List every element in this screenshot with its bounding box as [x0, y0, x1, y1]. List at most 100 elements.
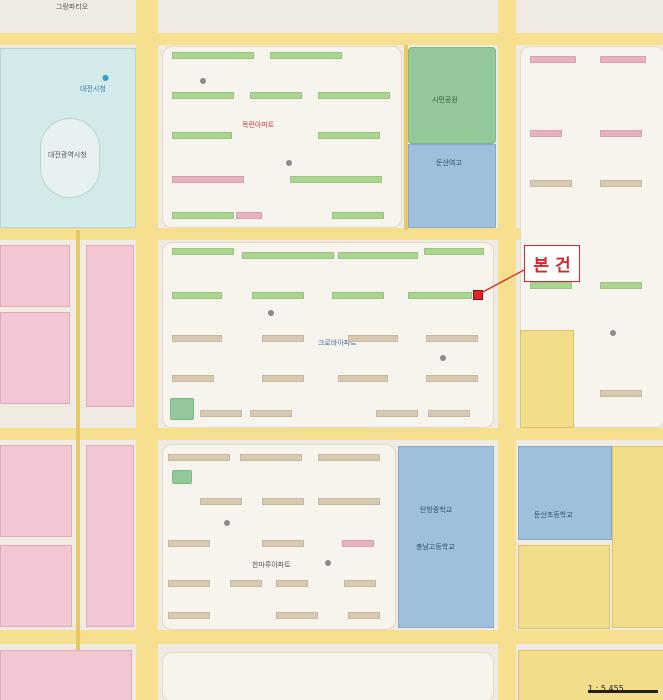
building — [600, 390, 642, 397]
subject-callout-box: 본 건 — [524, 245, 580, 282]
pin-icon: ● — [102, 73, 109, 82]
building — [530, 130, 562, 137]
building — [338, 252, 418, 259]
subject-property-marker[interactable] — [473, 290, 483, 300]
building — [252, 292, 304, 299]
building — [348, 335, 398, 342]
commercial-block-2 — [86, 245, 134, 407]
civic-building — [40, 118, 100, 198]
sports-field — [172, 470, 192, 484]
school-zone-east2 — [518, 446, 612, 540]
building — [230, 580, 262, 587]
label-school-right: 둔산여고 — [436, 159, 462, 167]
building — [172, 92, 234, 99]
building — [168, 612, 210, 619]
building — [270, 52, 342, 59]
building — [600, 56, 646, 63]
subject-callout-label: 본 건 — [533, 256, 571, 276]
building — [530, 180, 572, 187]
poi-marker[interactable] — [268, 310, 274, 316]
road-h-bottom — [0, 630, 663, 644]
commercial-block-7 — [0, 650, 132, 700]
building — [242, 252, 334, 259]
school-zone-bottom — [398, 446, 494, 628]
building — [172, 248, 234, 255]
building — [600, 282, 642, 289]
building — [332, 212, 384, 219]
building — [172, 132, 232, 139]
scale-label: 1 : 5,455 — [588, 684, 624, 693]
residential-east-2 — [518, 545, 610, 629]
building — [172, 52, 254, 59]
building — [530, 56, 576, 63]
commercial-block-4 — [0, 445, 72, 537]
commercial-block-1 — [0, 245, 70, 307]
building — [426, 335, 478, 342]
building — [172, 176, 244, 183]
label-apt-north: 목련아파트 — [242, 121, 275, 129]
road-v-right — [498, 0, 516, 700]
building — [250, 92, 302, 99]
building — [172, 212, 234, 219]
label-civic: 대전광역시청 — [48, 151, 87, 159]
building — [262, 498, 304, 505]
building — [426, 375, 478, 382]
block-bottom-mid — [162, 652, 494, 700]
road-v-minor2 — [404, 45, 408, 230]
building — [318, 454, 380, 461]
building — [276, 580, 308, 587]
poi-marker[interactable] — [325, 560, 331, 566]
building — [530, 282, 572, 289]
building — [276, 612, 318, 619]
park-top — [408, 47, 496, 144]
building — [376, 410, 418, 417]
poi-marker[interactable] — [440, 355, 446, 361]
road-v-minor — [76, 230, 80, 700]
building — [600, 180, 642, 187]
building — [168, 540, 210, 547]
building — [236, 212, 262, 219]
building — [348, 612, 380, 619]
commercial-block-3 — [0, 312, 70, 404]
building — [342, 540, 374, 547]
building — [408, 292, 472, 299]
building — [168, 454, 230, 461]
building — [428, 410, 470, 417]
label-apt-south: 한마루아파트 — [252, 561, 291, 569]
building — [262, 335, 304, 342]
building — [332, 292, 384, 299]
school-zone-top — [408, 144, 496, 228]
sports-field — [170, 398, 194, 420]
poi-marker[interactable] — [286, 160, 292, 166]
building — [172, 375, 214, 382]
building — [168, 580, 210, 587]
road-h-mid1 — [0, 228, 663, 240]
label-civic-sub: 대전시청 — [80, 85, 106, 93]
apartment-block-south — [162, 444, 396, 630]
scale-bar — [588, 690, 658, 693]
building — [172, 292, 222, 299]
building — [600, 130, 642, 137]
poi-marker[interactable] — [224, 520, 230, 526]
road-v-left — [136, 0, 158, 700]
building — [318, 92, 390, 99]
building — [290, 176, 382, 183]
building — [240, 454, 302, 461]
label-park-top: 시민공원 — [432, 96, 458, 104]
commercial-block-5 — [86, 445, 134, 627]
building — [318, 498, 380, 505]
commercial-block-6 — [0, 545, 72, 627]
school-zone-east — [520, 330, 574, 428]
building — [200, 498, 242, 505]
label-top-left: 그랑파티오 — [56, 3, 89, 11]
poi-marker[interactable] — [610, 330, 616, 336]
building — [250, 410, 292, 417]
building — [172, 335, 222, 342]
building — [200, 410, 242, 417]
building — [318, 132, 380, 139]
building — [344, 580, 376, 587]
poi-marker[interactable] — [200, 78, 206, 84]
label-school-bottom2: 충남고등학교 — [416, 543, 455, 551]
